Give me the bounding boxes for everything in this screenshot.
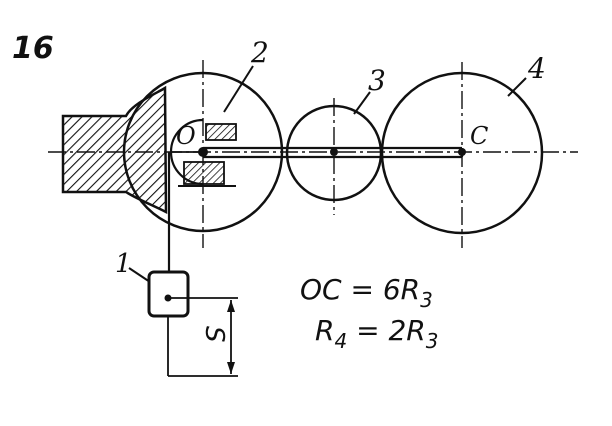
s-arrow-bottom: [227, 362, 235, 374]
label-3: 3: [368, 64, 386, 97]
leader-1: [128, 267, 151, 283]
bearing-top: [205, 123, 237, 141]
label-4: 4: [527, 52, 546, 85]
bearing-bottom: [183, 161, 225, 185]
pivot-wheel-3: [330, 148, 338, 156]
body-1: [147, 270, 190, 318]
label-s: S: [199, 326, 229, 343]
label-2: 2: [250, 36, 269, 69]
leader-4: [507, 77, 527, 97]
equation-r4: R4 = 2R3: [315, 314, 438, 353]
label-c: C: [470, 122, 488, 150]
pivot-c: [458, 148, 466, 156]
equation-oc: OC = 6R3: [300, 273, 433, 312]
leader-2: [223, 65, 254, 113]
label-1: 1: [115, 249, 132, 279]
leader-3: [353, 91, 371, 115]
hatched-support: [61, 85, 168, 215]
label-o: O: [176, 122, 196, 150]
s-arrow-top: [227, 300, 235, 312]
figure-number: 16: [12, 31, 54, 66]
